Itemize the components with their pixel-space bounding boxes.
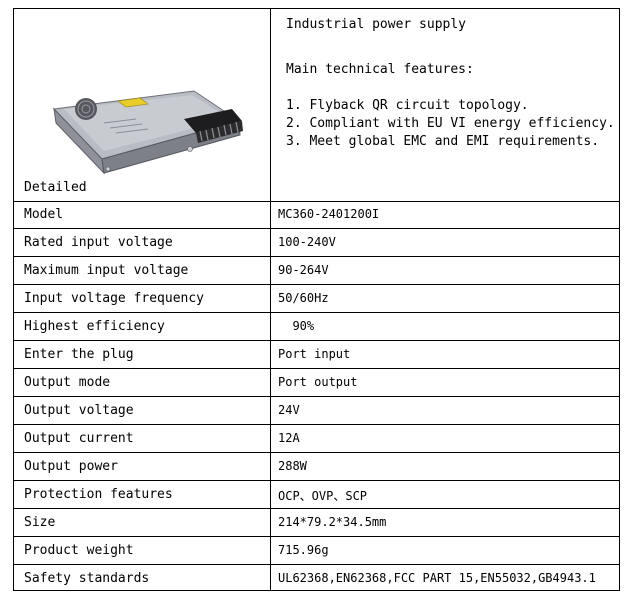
spec-value: 288W: [278, 459, 307, 473]
spec-row: Safety standards UL62368,EN62368,FCC PART…: [14, 565, 619, 593]
column-divider: [270, 9, 271, 590]
product-title: Industrial power supply: [286, 17, 467, 32]
feature-item: 3. Meet global EMC and EMI requirements.: [286, 134, 600, 149]
spec-label: Rated input voltage: [24, 235, 173, 250]
spec-value: 50/60Hz: [278, 291, 329, 305]
product-spec-sheet: Detailed Industrial power supply Main te…: [13, 8, 620, 591]
spec-value: Port output: [278, 375, 358, 389]
spec-label: Output mode: [24, 375, 111, 390]
spec-row: Product weight 715.96g: [14, 537, 619, 565]
spec-row: Rated input voltage 100-240V: [14, 229, 619, 257]
spec-label: Enter the plug: [24, 347, 134, 362]
spec-value: 24V: [278, 403, 300, 417]
spec-row: Maximum input voltage 90-264V: [14, 257, 619, 285]
spec-row: Protection features OCP、OVP、SCP: [14, 481, 619, 509]
spec-row: Size 214*79.2*34.5mm: [14, 509, 619, 537]
spec-row: Output power 288W: [14, 453, 619, 481]
feature-item: 2. Compliant with EU VI energy efficienc…: [286, 116, 615, 131]
spec-label: Protection features: [24, 487, 173, 502]
spec-value: 12A: [278, 431, 300, 445]
spec-value: MC360-2401200I: [278, 207, 380, 221]
spec-row: Input voltage frequency 50/60Hz: [14, 285, 619, 313]
spec-value: Port input: [278, 347, 351, 361]
spec-row: Output mode Port output: [14, 369, 619, 397]
spec-value: 100-240V: [278, 235, 336, 249]
spec-label: Safety standards: [24, 571, 150, 586]
spec-value: UL62368,EN62368,FCC PART 15,EN55032,GB49…: [278, 571, 596, 585]
spec-value: 90-264V: [278, 263, 329, 277]
header-section: Detailed Industrial power supply Main te…: [14, 9, 619, 202]
spec-label: Output current: [24, 431, 134, 446]
spec-value: OCP、OVP、SCP: [278, 489, 368, 503]
spec-label: Highest efficiency: [24, 319, 165, 334]
spec-label: Maximum input voltage: [24, 263, 189, 278]
spec-label: Model: [24, 207, 64, 222]
spec-value: 715.96g: [278, 543, 329, 557]
spec-label: Product weight: [24, 543, 134, 558]
header-text: Industrial power supply Main technical f…: [286, 16, 615, 151]
spec-value: 214*79.2*34.5mm: [278, 515, 387, 529]
spec-row: Enter the plug Port input: [14, 341, 619, 369]
spec-value: 90%: [278, 319, 315, 333]
feature-item: 1. Flyback QR circuit topology.: [286, 98, 529, 113]
power-supply-photo: [52, 90, 243, 175]
spec-label: Size: [24, 515, 56, 530]
features-heading: Main technical features:: [286, 62, 474, 77]
spec-label: Output power: [24, 459, 118, 474]
spec-row: Output current 12A: [14, 425, 619, 453]
spec-label: Output voltage: [24, 403, 134, 418]
photo-cell: Detailed: [14, 9, 270, 201]
spec-row: Output voltage 24V: [14, 397, 619, 425]
spec-label: Input voltage frequency: [24, 291, 205, 306]
spec-table: Model MC360-2401200I Rated input voltage 1…: [14, 201, 619, 593]
spec-row: Model MC360-2401200I: [14, 201, 619, 229]
spec-row: Highest efficiency 90%: [14, 313, 619, 341]
photo-caption: Detailed: [24, 180, 87, 195]
